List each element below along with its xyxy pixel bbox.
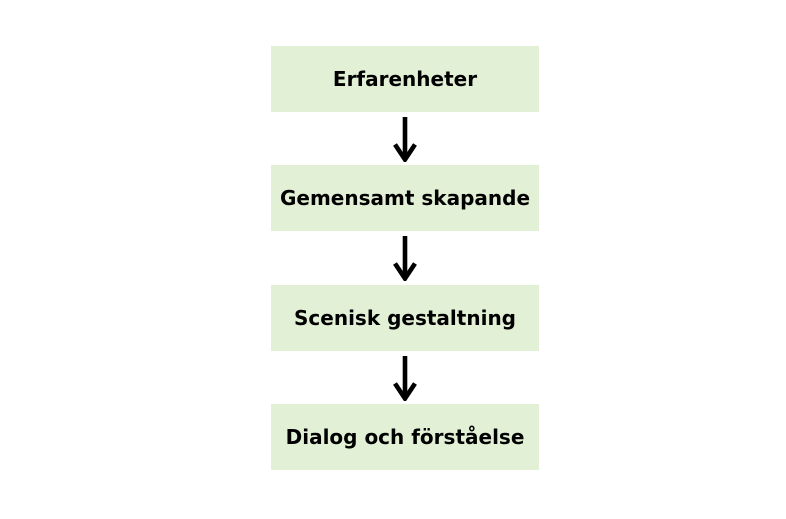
flow-step-label: Dialog och förståelse: [285, 425, 525, 449]
flow-step-erfarenheter: Erfarenheter: [271, 46, 539, 112]
flow-connector: [393, 112, 417, 165]
flow-step-label: Gemensamt skapande: [279, 186, 531, 210]
flow-connector: [393, 231, 417, 285]
flow-step-label: Scenisk gestaltning: [294, 306, 516, 330]
down-arrow-icon: [393, 355, 417, 401]
flowchart: Erfarenheter Gemensamt skapande Scenisk …: [271, 46, 539, 470]
flow-step-label: Erfarenheter: [332, 67, 478, 91]
flow-step-scenisk-gestaltning: Scenisk gestaltning: [271, 285, 539, 351]
flow-step-dialog-och-forstaelse: Dialog och förståelse: [271, 404, 539, 470]
flow-connector: [393, 351, 417, 404]
down-arrow-icon: [393, 116, 417, 162]
flow-step-gemensamt-skapande: Gemensamt skapande: [271, 165, 539, 231]
down-arrow-icon: [393, 236, 417, 281]
